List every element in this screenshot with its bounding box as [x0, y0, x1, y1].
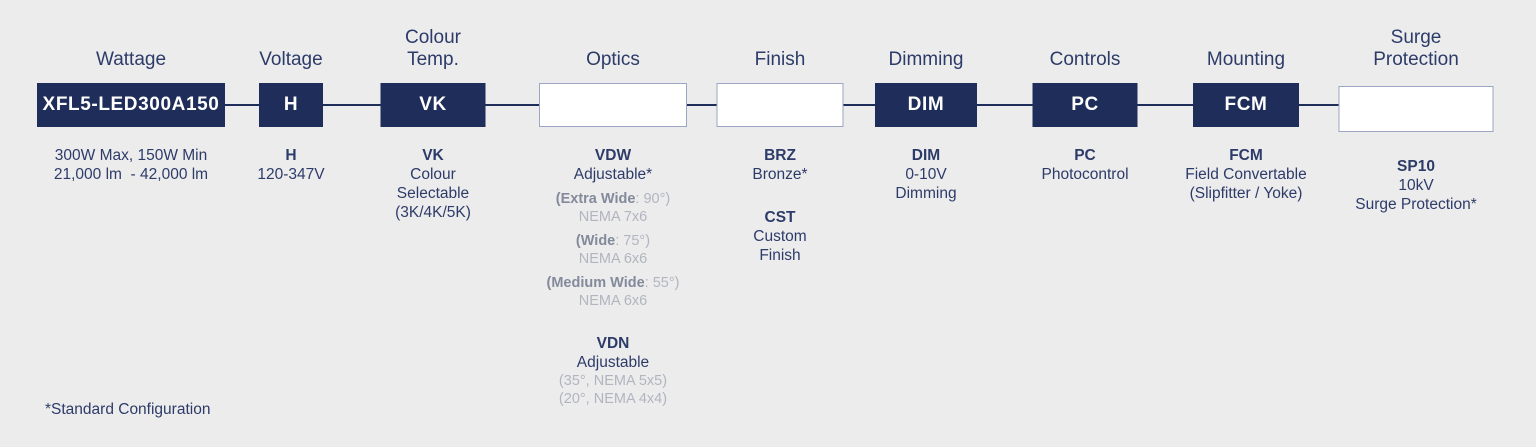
- column-header-finish: Finish: [754, 49, 806, 70]
- code-box-mounting-label: FCM: [1224, 94, 1268, 115]
- surge-protection-description: 10kV Surge Protection*: [1355, 177, 1477, 213]
- option-nema: NEMA 6x6: [578, 293, 648, 309]
- blank-box-surge-protection: [1338, 86, 1494, 132]
- controls-code: PC: [1074, 147, 1096, 164]
- column-header-surge-protection: Surge Protection: [1373, 27, 1459, 70]
- details-voltage: H 120-347V: [231, 146, 351, 184]
- optics-option-wide: (Wide: 75°) NEMA 6x6: [518, 232, 708, 268]
- optics-option-medium-wide: (Medium Wide: 55°) NEMA 6x6: [518, 274, 708, 310]
- blank-box-optics: [539, 83, 687, 127]
- mounting-description: Field Convertable (Slipfitter / Yoke): [1185, 166, 1307, 202]
- optics-vdn-specs: (35°, NEMA 5x5) (20°, NEMA 4x4): [558, 373, 668, 407]
- details-finish: BRZ Bronze* CST Custom Finish: [700, 146, 860, 265]
- code-box-colour-temp: VK: [380, 83, 486, 127]
- column-header-controls: Controls: [1049, 49, 1121, 70]
- colour-temp-description: Colour Selectable (3K/4K/5K): [395, 166, 471, 221]
- column-mounting: Mounting FCM FCM Field Convertable (Slip…: [1156, 0, 1336, 447]
- details-surge-protection: SP10 10kV Surge Protection*: [1316, 157, 1516, 214]
- wattage-description: 300W Max, 150W Min 21,000 lm - 42,000 lm: [53, 147, 209, 183]
- code-box-wattage-label: XFL5-LED300A150: [42, 94, 220, 115]
- code-box-wattage: XFL5-LED300A150: [37, 83, 225, 127]
- finish-cst-entry: CST Custom Finish: [700, 208, 860, 265]
- column-header-optics: Optics: [586, 49, 640, 70]
- optics-vdw-name: Adjustable*: [573, 166, 653, 183]
- code-box-voltage-label: H: [283, 94, 299, 115]
- column-finish: Finish BRZ Bronze* CST Custom Finish: [700, 0, 860, 447]
- option-nema: NEMA 7x6: [578, 209, 648, 225]
- details-wattage: 300W Max, 150W Min 21,000 lm - 42,000 lm: [10, 146, 252, 184]
- code-box-voltage: H: [259, 83, 323, 127]
- controls-description: Photocontrol: [1041, 166, 1129, 183]
- optics-vdn-name: Adjustable: [576, 354, 650, 371]
- optics-vdn-group: VDN Adjustable (35°, NEMA 5x5) (20°, NEM…: [518, 334, 708, 408]
- mounting-code: FCM: [1229, 147, 1263, 164]
- column-wattage: Wattage XFL5-LED300A150 300W Max, 150W M…: [10, 0, 252, 447]
- option-label: (Wide: [575, 233, 616, 249]
- blank-box-finish: [716, 83, 844, 127]
- optics-option-extra-wide: (Extra Wide: 90°) NEMA 7x6: [518, 190, 708, 226]
- optics-vdn-code: VDN: [596, 335, 630, 352]
- voltage-code: H: [285, 147, 297, 164]
- column-colour-temp: Colour Temp. VK VK Colour Selectable (3K…: [353, 0, 513, 447]
- column-surge-protection: Surge Protection SP10 10kV Surge Protect…: [1316, 0, 1516, 447]
- surge-protection-code: SP10: [1397, 158, 1435, 175]
- column-voltage: Voltage H H 120-347V: [231, 0, 351, 447]
- finish-cst-code: CST: [764, 209, 796, 226]
- details-optics: VDW Adjustable* (Extra Wide: 90°) NEMA 7…: [518, 146, 708, 408]
- column-header-dimming: Dimming: [888, 49, 964, 70]
- code-box-mounting: FCM: [1193, 83, 1299, 127]
- colour-temp-code: VK: [422, 147, 444, 164]
- option-label: (Medium Wide: [546, 275, 645, 291]
- option-value: : 90°): [635, 191, 671, 207]
- column-dimming: Dimming DIM DIM 0-10V Dimming: [846, 0, 1006, 447]
- column-controls: Controls PC PC Photocontrol: [1005, 0, 1165, 447]
- code-box-controls-label: PC: [1071, 94, 1099, 115]
- code-box-dimming: DIM: [875, 83, 977, 127]
- finish-cst-name: Custom Finish: [753, 228, 807, 264]
- dimming-code: DIM: [911, 147, 941, 164]
- code-box-dimming-label: DIM: [907, 94, 945, 115]
- column-header-colour-temp: Colour Temp.: [405, 27, 461, 70]
- option-nema: NEMA 6x6: [578, 251, 648, 267]
- column-optics: Optics VDW Adjustable* (Extra Wide: 90°)…: [518, 0, 708, 447]
- option-value: : 55°): [644, 275, 680, 291]
- details-controls: PC Photocontrol: [1005, 146, 1165, 184]
- details-mounting: FCM Field Convertable (Slipfitter / Yoke…: [1156, 146, 1336, 203]
- finish-brz-name: Bronze*: [752, 166, 808, 183]
- option-label: (Extra Wide: [555, 191, 636, 207]
- code-box-controls: PC: [1032, 83, 1138, 127]
- option-value: : 75°): [615, 233, 651, 249]
- column-header-wattage: Wattage: [95, 49, 167, 70]
- optics-vdw-code: VDW: [594, 147, 632, 164]
- details-dimming: DIM 0-10V Dimming: [846, 146, 1006, 203]
- standard-configuration-footnote: *Standard Configuration: [45, 401, 211, 418]
- column-header-voltage: Voltage: [259, 49, 323, 70]
- column-header-mounting: Mounting: [1206, 49, 1286, 70]
- voltage-description: 120-347V: [257, 166, 325, 183]
- code-box-colour-temp-label: VK: [419, 94, 447, 115]
- dimming-description: 0-10V Dimming: [895, 166, 957, 202]
- details-colour-temp: VK Colour Selectable (3K/4K/5K): [353, 146, 513, 222]
- finish-brz-code: BRZ: [764, 147, 796, 164]
